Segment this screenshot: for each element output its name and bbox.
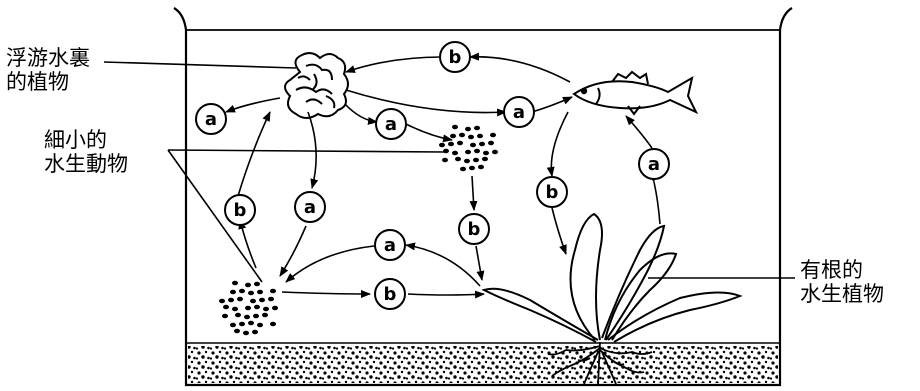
animal-dot bbox=[442, 158, 448, 163]
animal-dot bbox=[257, 323, 263, 328]
marker-letter: a bbox=[304, 197, 316, 218]
animal-dot bbox=[270, 289, 276, 294]
marker-letter: b bbox=[468, 219, 481, 240]
animal-dot bbox=[477, 134, 483, 139]
animal-dot bbox=[235, 313, 241, 318]
marker-b: b bbox=[537, 177, 567, 207]
marker-b: b bbox=[225, 195, 255, 225]
animal-dot bbox=[457, 141, 463, 146]
animal-dot bbox=[490, 133, 496, 138]
animal-dot bbox=[459, 133, 465, 138]
animal-dot bbox=[223, 305, 229, 310]
animal-dot bbox=[250, 299, 256, 304]
animal-dot bbox=[257, 290, 263, 295]
marker-letter: a bbox=[385, 114, 397, 135]
animal-dot bbox=[232, 281, 238, 286]
label-leaders bbox=[104, 62, 795, 282]
marker-letter: a bbox=[648, 154, 660, 175]
animal-dot bbox=[452, 151, 458, 156]
animal-dot bbox=[455, 157, 461, 162]
animal-dot bbox=[465, 150, 471, 155]
animal-dot bbox=[230, 323, 236, 328]
marker-letter: a bbox=[384, 235, 396, 256]
animal-dot bbox=[470, 143, 476, 148]
animal-dot bbox=[263, 307, 269, 312]
cycle-arrows bbox=[226, 57, 660, 295]
animal-dot bbox=[474, 149, 480, 154]
animal-dot bbox=[464, 159, 470, 164]
animal-dot bbox=[222, 314, 228, 319]
animal-dot bbox=[253, 314, 259, 319]
animal-dot bbox=[259, 298, 265, 303]
animal-dot bbox=[219, 299, 225, 304]
marker-a: a bbox=[376, 109, 406, 139]
animal-dot bbox=[488, 141, 494, 146]
animal-dot bbox=[234, 329, 240, 334]
animal-dot bbox=[248, 321, 254, 326]
floating-plant bbox=[285, 53, 348, 118]
animal-dot bbox=[254, 305, 260, 310]
marker-letter: b bbox=[449, 47, 462, 68]
marker-b: b bbox=[440, 42, 470, 72]
marker-a: a bbox=[196, 104, 226, 134]
animal-dot bbox=[465, 127, 471, 132]
marker-letter: b bbox=[546, 182, 559, 203]
animal-dot bbox=[492, 150, 498, 155]
animal-dot bbox=[270, 322, 276, 327]
animal-dot bbox=[268, 297, 274, 302]
marker-a: a bbox=[295, 192, 325, 222]
animal-dot bbox=[252, 330, 258, 335]
animal-dot bbox=[237, 297, 243, 302]
animal-dot bbox=[474, 126, 480, 131]
marker-a: a bbox=[504, 97, 534, 127]
animal-dot bbox=[439, 143, 445, 148]
animal-dot bbox=[482, 157, 488, 162]
small-animals-cluster bbox=[439, 125, 498, 172]
marker-b: b bbox=[459, 214, 489, 244]
small-animals-cluster bbox=[219, 281, 278, 336]
animal-dot bbox=[239, 322, 245, 327]
marker-letter: b bbox=[234, 200, 247, 221]
marker-b: b bbox=[375, 279, 405, 309]
animal-dot bbox=[254, 282, 260, 287]
animal-dot bbox=[478, 165, 484, 170]
animal-dot bbox=[452, 125, 458, 130]
animal-dot bbox=[262, 313, 268, 318]
animal-dot bbox=[460, 167, 466, 172]
animal-dot bbox=[479, 142, 485, 147]
animal-dot bbox=[239, 289, 245, 294]
animal-dot bbox=[232, 307, 238, 312]
animal-dot bbox=[243, 331, 249, 336]
animal-dot bbox=[483, 151, 489, 156]
animal-dot bbox=[469, 166, 475, 171]
animal-dot bbox=[468, 135, 474, 140]
gravel-bed bbox=[186, 343, 780, 383]
animal-dot bbox=[473, 158, 479, 163]
marker-letter: a bbox=[513, 102, 525, 123]
aquarium-tank bbox=[174, 8, 792, 385]
animal-dot bbox=[448, 142, 454, 147]
marker-letter: b bbox=[384, 284, 397, 305]
marker-letter: a bbox=[205, 109, 217, 130]
animal-dot bbox=[245, 306, 251, 311]
animal-dot bbox=[228, 298, 234, 303]
animal-dot bbox=[245, 283, 251, 288]
marker-a: a bbox=[639, 149, 669, 179]
animal-dot bbox=[248, 291, 254, 296]
marker-a: a bbox=[375, 230, 405, 260]
animal-dot bbox=[450, 134, 456, 139]
fish bbox=[574, 72, 696, 114]
animal-dot bbox=[272, 306, 278, 311]
animal-dot bbox=[230, 290, 236, 295]
animal-dot bbox=[244, 315, 250, 320]
